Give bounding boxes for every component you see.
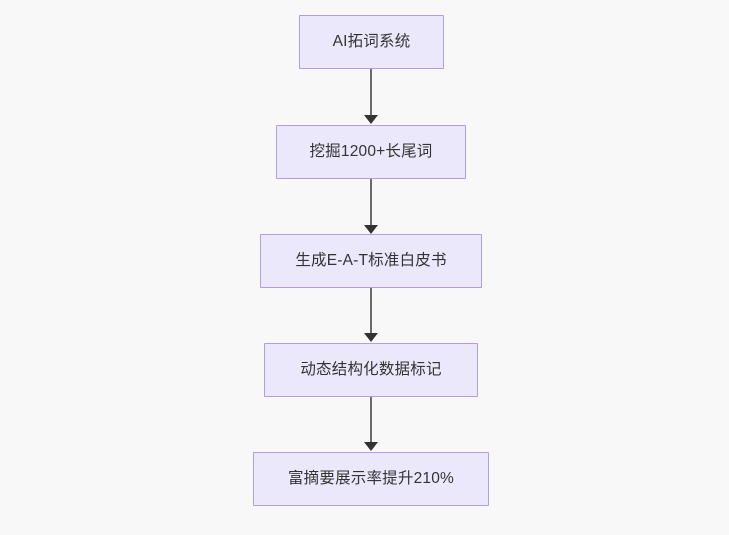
flowchart-node-rich-snippet-rate-increase[interactable]: 富摘要展示率提升210% — [253, 452, 489, 506]
edge-line-2 — [370, 288, 372, 333]
node-label: 动态结构化数据标记 — [300, 360, 442, 378]
node-label: 富摘要展示率提升210% — [287, 469, 455, 487]
flowchart-node-mine-longtail-keywords[interactable]: 挖掘1200+长尾词 — [276, 125, 466, 179]
edge-line-3 — [370, 397, 372, 442]
flowchart-node-ai-keyword-system[interactable]: AI拓词系统 — [299, 15, 444, 69]
node-label: AI拓词系统 — [332, 32, 411, 50]
edge-line-0 — [370, 69, 372, 115]
node-label: 生成E-A-T标准白皮书 — [295, 251, 447, 269]
flowchart-node-generate-eat-whitepaper[interactable]: 生成E-A-T标准白皮书 — [260, 234, 482, 288]
edge-line-1 — [370, 179, 372, 225]
edge-arrowhead-1 — [364, 225, 378, 234]
edge-arrowhead-3 — [364, 442, 378, 451]
flowchart-node-dynamic-structured-data-markup[interactable]: 动态结构化数据标记 — [264, 343, 478, 397]
edge-arrowhead-2 — [364, 333, 378, 342]
edge-arrowhead-0 — [364, 115, 378, 124]
node-label: 挖掘1200+长尾词 — [309, 142, 433, 160]
